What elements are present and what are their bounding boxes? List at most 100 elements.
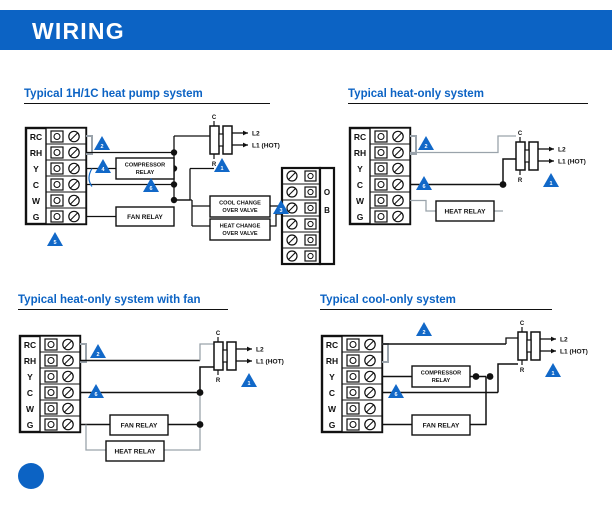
terminal-label-y: Y (27, 372, 33, 382)
svg-text:COMPRESSOR: COMPRESSOR (421, 371, 461, 377)
transformer-label-r: R (212, 162, 217, 168)
terminal-label-g: G (27, 420, 34, 430)
terminal-label-rh: RH (24, 356, 36, 366)
marker-1: 1 (543, 173, 559, 187)
svg-text:6: 6 (422, 184, 425, 190)
terminal-label-rc: RC (30, 132, 42, 142)
wire-group (382, 337, 518, 426)
svg-text:L2: L2 (558, 147, 566, 154)
svg-text:L1 (HOT): L1 (HOT) (256, 359, 284, 366)
terminal-label-g: G (357, 212, 364, 222)
svg-text:L2: L2 (256, 347, 264, 354)
svg-text:R: R (216, 378, 221, 384)
transformer: C R L2 L1 (HOT) (515, 131, 586, 184)
terminal-label-y: Y (33, 164, 39, 174)
marker-2: 2 (416, 322, 432, 336)
box-fan-relay: FAN RELAY (109, 414, 169, 436)
svg-text:2: 2 (424, 144, 427, 150)
junction-dot (499, 181, 507, 188)
box-fan-relay: FAN RELAY (115, 206, 175, 227)
transformer: C R L2 L1 (HOT) (213, 331, 284, 384)
svg-text:L1 (HOT): L1 (HOT) (560, 349, 588, 356)
marker-2: 2 (94, 136, 110, 150)
terminal-label-g: G (33, 212, 40, 222)
svg-text:1: 1 (220, 166, 223, 172)
page-header-bar (0, 10, 612, 50)
box-compressor-relay: COMPRESSOR RELAY (411, 365, 471, 388)
marker-5: 5 (47, 232, 63, 246)
terminal-screw-pair (50, 130, 80, 143)
transformer-out-l2: L2 (252, 131, 260, 138)
marker-4: 4 (95, 159, 111, 173)
terminal-screw-pair (50, 178, 80, 191)
box-label-fan-relay: FAN RELAY (121, 423, 158, 430)
transformer-label-c: C (212, 115, 217, 121)
marker-1: 1 (241, 373, 257, 387)
panel-heat-only: Typical heat-only system (348, 88, 598, 254)
marker-1: 1 (545, 363, 561, 377)
panel-title-heat-pump: Typical 1H/1C heat pump system (24, 88, 270, 104)
terminal-label-rc: RC (24, 340, 36, 350)
panel-title-cool-only: Typical cool-only system (320, 294, 552, 310)
terminal-label-rh: RH (354, 148, 366, 158)
svg-text:RELAY: RELAY (432, 378, 451, 384)
terminal-screw-pair (50, 146, 80, 159)
svg-text:C: C (216, 331, 221, 337)
secondary-label-b: B (324, 206, 330, 215)
jumper-rc-rh (410, 135, 417, 155)
junction-dots (196, 389, 204, 428)
terminal-label-w: W (356, 196, 365, 206)
terminal-screw-pair (50, 210, 80, 223)
terminal-label-y: Y (357, 164, 363, 174)
panel-heat-only-fan: Typical heat-only system with fan (18, 294, 298, 477)
panel-cool-only: Typical cool-only system (320, 294, 600, 472)
marker-6: 6 (143, 178, 159, 192)
terminal-label-c: C (357, 180, 363, 190)
junction-dots (472, 373, 494, 380)
marker-2: 2 (418, 136, 434, 150)
svg-text:L2: L2 (560, 337, 568, 344)
terminal-block: RC RH Y C W G (24, 126, 93, 226)
page-title: WIRING (32, 18, 125, 44)
terminal-label-rh: RH (30, 148, 42, 158)
svg-text:C: C (518, 131, 523, 137)
svg-text:OVER VALVE: OVER VALVE (222, 208, 257, 214)
terminal-label-c: C (27, 388, 33, 398)
terminal-label-c: C (329, 388, 335, 398)
svg-text:3: 3 (279, 208, 282, 214)
terminal-label-w: W (328, 404, 337, 414)
terminal-label-rc: RC (354, 132, 366, 142)
svg-text:1: 1 (551, 371, 554, 377)
svg-text:6: 6 (394, 392, 397, 398)
svg-text:COMPRESSOR: COMPRESSOR (125, 163, 165, 169)
terminal-label-g: G (329, 420, 336, 430)
terminal-label-y: Y (329, 372, 335, 382)
marker-6: 6 (88, 384, 104, 398)
terminal-block: RC RH Y C W G (320, 334, 389, 434)
panel-heat-pump: Typical 1H/1C heat pump system (24, 88, 336, 274)
diagram-heat-pump: RC RH Y C W G (24, 115, 336, 266)
diagram-cool-only: RC RH Y C W G COMPRESSOR (320, 321, 588, 436)
jumper-rc-rh (86, 135, 93, 155)
svg-text:HEAT CHANGE: HEAT CHANGE (220, 224, 261, 230)
box-label-fan-relay: FAN RELAY (423, 423, 460, 430)
terminal-label-w: W (32, 196, 41, 206)
transformer: C R L2 L1 (HOT) (209, 115, 280, 168)
jumper-rc-rh (80, 343, 87, 363)
svg-text:2: 2 (96, 352, 99, 358)
svg-text:2: 2 (100, 144, 103, 150)
svg-text:2: 2 (422, 330, 425, 336)
box-cool-change-over-valve: COOL CHANGE OVER VALVE (209, 195, 271, 218)
svg-text:5: 5 (53, 240, 56, 246)
svg-text:COOL CHANGE: COOL CHANGE (219, 201, 261, 207)
terminal-block: RC RH Y C W G (348, 126, 417, 226)
svg-text:1: 1 (247, 381, 250, 387)
terminal-label-rh: RH (326, 356, 338, 366)
box-label-heat-relay: HEAT RELAY (114, 449, 156, 456)
diagram-heat-only: RC RH Y C W G HEAT RELAY (348, 126, 586, 226)
panel-title-heat-only-fan: Typical heat-only system with fan (18, 294, 228, 310)
terminal-label-c: C (33, 180, 39, 190)
box-label-fan-relay: FAN RELAY (127, 214, 163, 221)
svg-text:L1 (HOT): L1 (HOT) (558, 159, 586, 166)
terminal-block-secondary: O B (280, 166, 336, 266)
